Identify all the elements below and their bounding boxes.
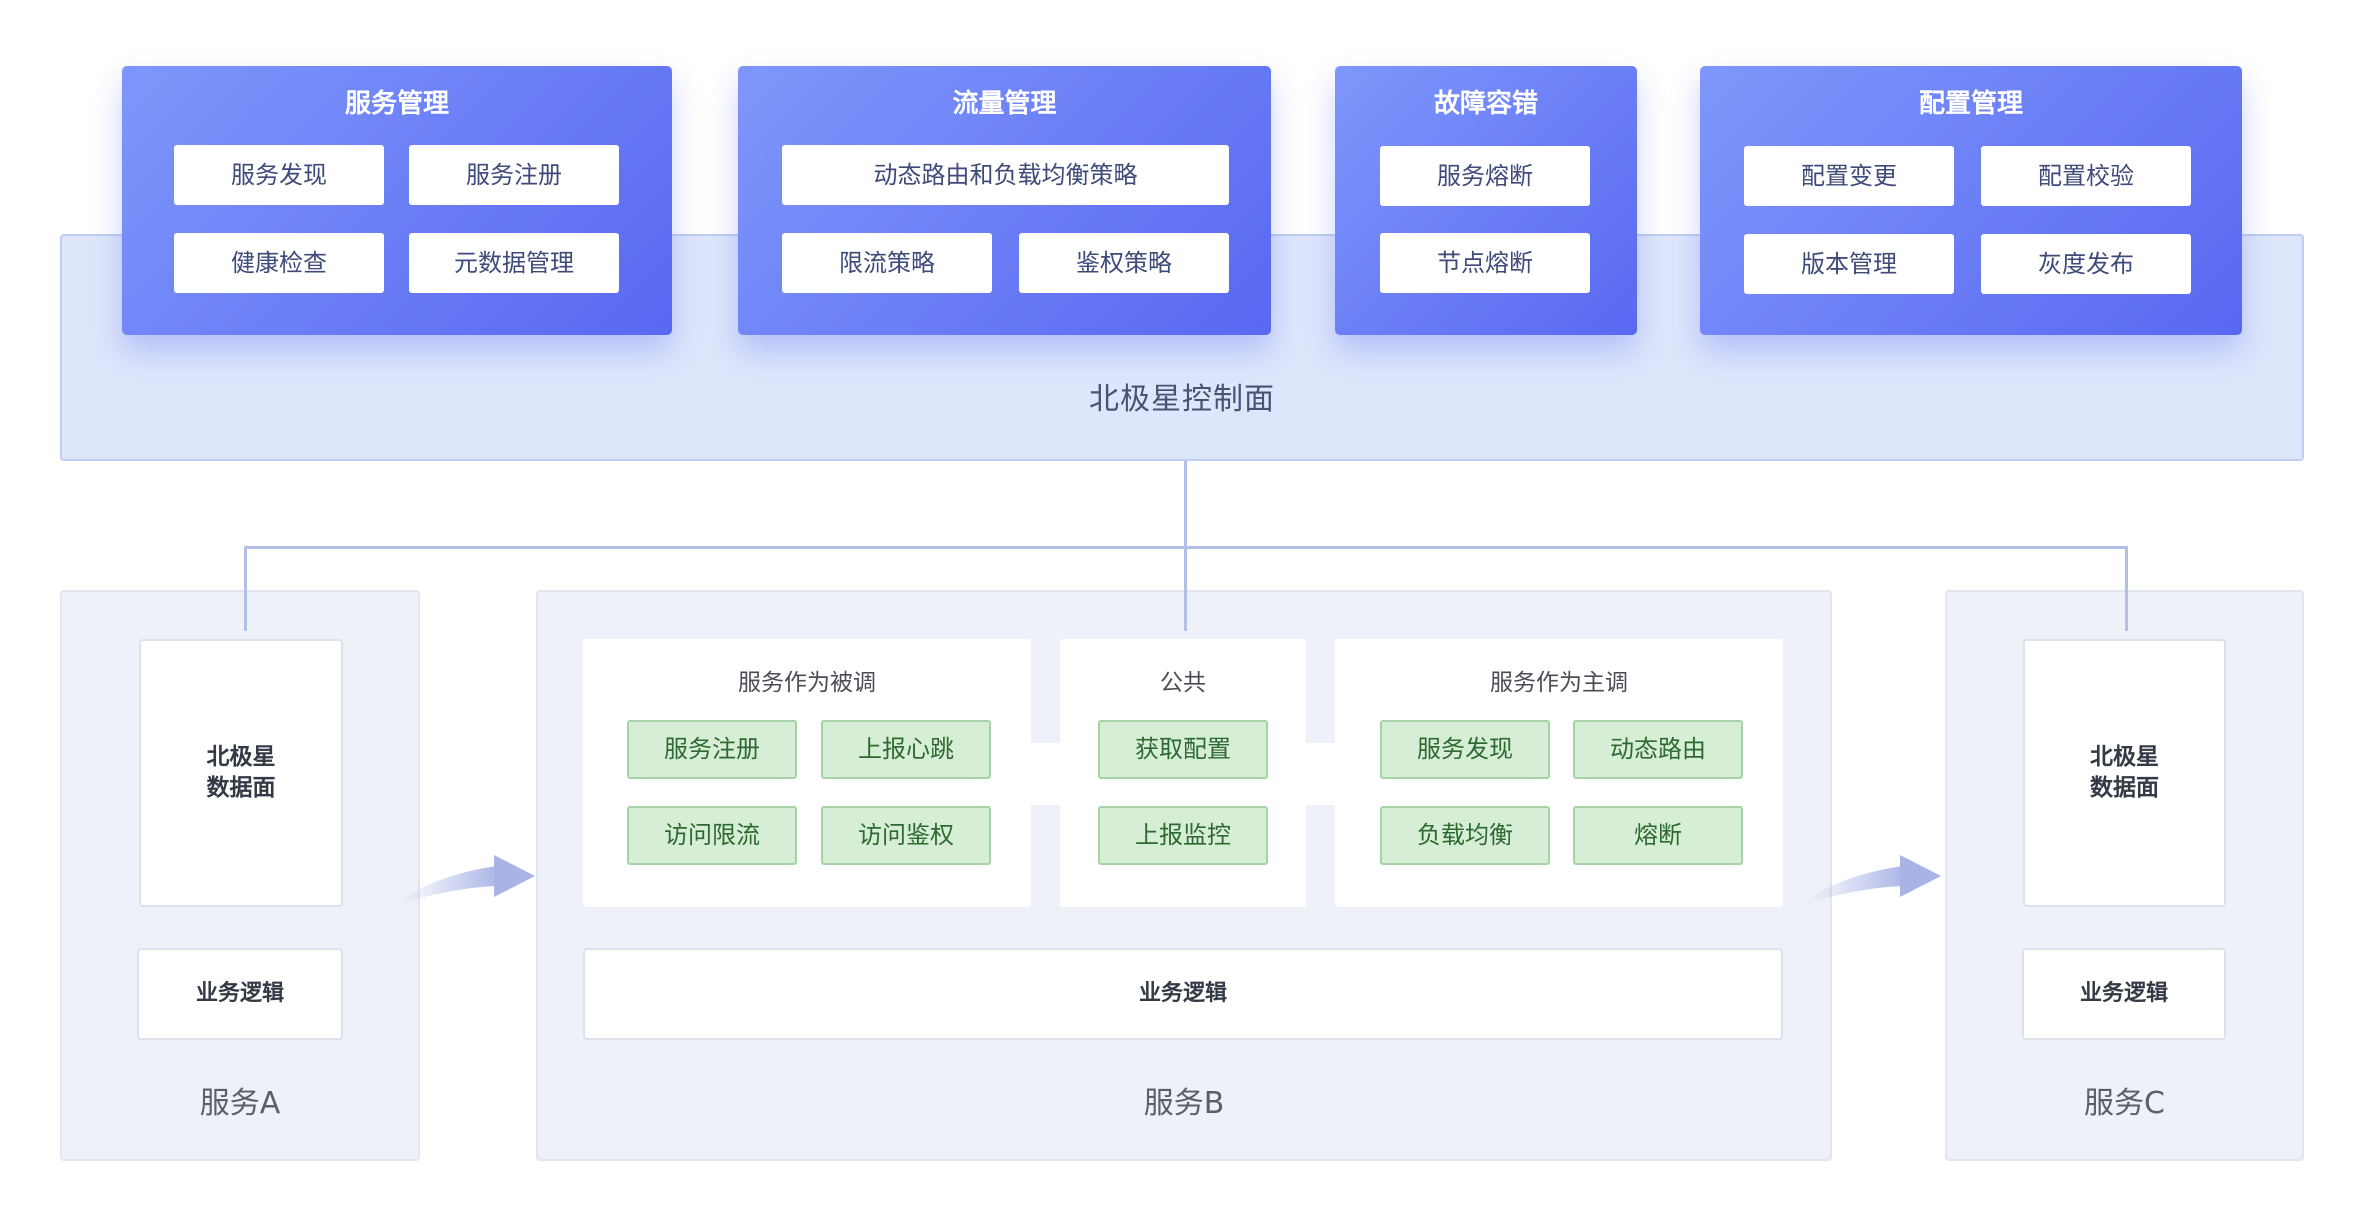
panel-title: 服务作为主调 xyxy=(1490,670,1628,696)
module-traffic-management: 流量管理 动态路由和负载均衡策略 限流策略 鉴权策略 xyxy=(738,66,1271,335)
item-config-change: 配置变更 xyxy=(1744,146,1954,206)
panel-bridge xyxy=(1306,743,1335,805)
panel-common: 公共 获取配置 上报监控 xyxy=(1060,639,1306,907)
sdk-item-register: 服务注册 xyxy=(627,720,797,779)
item-service-circuit-breaker: 服务熔断 xyxy=(1380,146,1590,206)
sdk-item-get-config: 获取配置 xyxy=(1098,720,1268,779)
module-config-management: 配置管理 配置变更 配置校验 版本管理 灰度发布 xyxy=(1700,66,2242,335)
sdk-item-rate-limit: 访问限流 xyxy=(627,806,797,865)
item-service-discovery: 服务发现 xyxy=(174,145,384,205)
arrow-head xyxy=(494,855,535,897)
item-node-circuit-breaker: 节点熔断 xyxy=(1380,233,1590,293)
data-plane-line: 数据面 xyxy=(206,775,276,801)
module-title: 流量管理 xyxy=(952,89,1057,119)
data-plane-box: 北极星 数据面 xyxy=(139,639,343,907)
item-metadata-management: 元数据管理 xyxy=(409,233,619,293)
sdk-item-load-balancing: 负载均衡 xyxy=(1380,806,1550,865)
service-name: 服务C xyxy=(2084,1086,2165,1121)
panel-title: 服务作为被调 xyxy=(738,670,876,696)
data-plane-line: 北极星 xyxy=(206,744,276,770)
sdk-item-heartbeat: 上报心跳 xyxy=(821,720,991,779)
connector-horizontal xyxy=(244,546,2128,549)
data-plane-line: 数据面 xyxy=(2090,775,2159,801)
business-logic-box: 业务逻辑 xyxy=(583,948,1783,1040)
control-plane-label: 北极星控制面 xyxy=(1089,382,1275,417)
module-service-management: 服务管理 服务发现 服务注册 健康检查 元数据管理 xyxy=(122,66,672,335)
item-canary-release: 灰度发布 xyxy=(1981,234,2191,294)
sdk-item-report-metrics: 上报监控 xyxy=(1098,806,1268,865)
module-fault-tolerance: 故障容错 服务熔断 节点熔断 xyxy=(1335,66,1637,335)
data-plane-box: 北极星 数据面 xyxy=(2023,639,2226,907)
item-service-registration: 服务注册 xyxy=(409,145,619,205)
business-logic-box: 业务逻辑 xyxy=(2022,948,2226,1040)
module-title: 配置管理 xyxy=(1918,89,2023,119)
module-title: 服务管理 xyxy=(344,89,449,119)
module-title: 故障容错 xyxy=(1433,89,1538,119)
panel-bridge xyxy=(1031,743,1060,805)
item-health-check: 健康检查 xyxy=(174,233,384,293)
arrow-head xyxy=(1900,855,1941,897)
panel-title: 公共 xyxy=(1160,670,1206,696)
connector-to-service-a xyxy=(244,546,247,631)
panel-as-callee: 服务作为被调 服务注册 上报心跳 访问限流 访问鉴权 xyxy=(583,639,1031,907)
service-name: 服务A xyxy=(199,1086,281,1121)
sdk-item-dynamic-routing: 动态路由 xyxy=(1573,720,1743,779)
sdk-item-auth: 访问鉴权 xyxy=(821,806,991,865)
item-version-management: 版本管理 xyxy=(1744,234,1954,294)
sdk-item-circuit-breaker: 熔断 xyxy=(1573,806,1743,865)
item-routing-load-balancing-policy: 动态路由和负载均衡策略 xyxy=(782,145,1229,205)
item-auth-policy: 鉴权策略 xyxy=(1019,233,1229,293)
service-name: 服务B xyxy=(1143,1086,1225,1121)
sdk-item-discovery: 服务发现 xyxy=(1380,720,1550,779)
item-rate-limit-policy: 限流策略 xyxy=(782,233,992,293)
data-plane-line: 北极星 xyxy=(2090,744,2159,770)
panel-as-caller: 服务作为主调 服务发现 动态路由 负载均衡 熔断 xyxy=(1335,639,1783,907)
item-config-validation: 配置校验 xyxy=(1981,146,2191,206)
arrow-a-to-b xyxy=(400,855,535,904)
business-logic-box: 业务逻辑 xyxy=(137,948,343,1040)
connector-to-service-c xyxy=(2125,546,2128,631)
